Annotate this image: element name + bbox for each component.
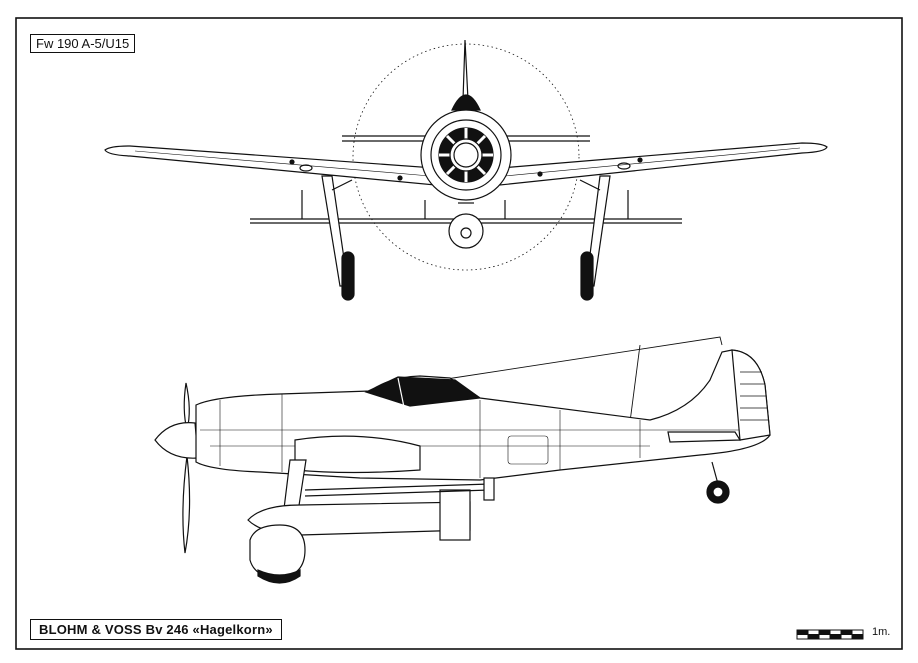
front-wing-right xyxy=(499,142,828,186)
towline xyxy=(439,336,723,381)
front-view xyxy=(104,39,828,301)
scale-label: 1m. xyxy=(872,626,891,638)
front-wing-left-panel xyxy=(134,150,431,177)
side-view xyxy=(154,336,771,584)
cowling-inner-ring xyxy=(430,119,502,191)
spinner xyxy=(449,138,483,172)
spinner-side xyxy=(154,422,199,459)
main-wheel-side xyxy=(257,569,301,584)
glider-wing xyxy=(304,483,491,491)
propeller-blade-bottom xyxy=(182,455,191,554)
front-fin xyxy=(462,39,469,101)
front-wheel-left xyxy=(341,251,355,301)
front-wing-left xyxy=(104,145,436,186)
variant-label: Fw 190 A-5/U15 xyxy=(30,34,136,53)
wing-root xyxy=(294,435,421,474)
canopy-side xyxy=(364,376,482,407)
propeller-disc xyxy=(352,43,580,271)
front-bomb xyxy=(448,213,484,249)
rudder xyxy=(731,349,771,441)
sheet-border xyxy=(15,17,903,650)
front-wheel-right xyxy=(580,251,594,301)
glider-fin xyxy=(439,489,471,541)
front-wing-right-panel xyxy=(504,147,801,177)
front-canopy xyxy=(451,94,481,111)
tailplane-side xyxy=(667,431,742,443)
drawing-title: BLOHM & VOSS Bv 246 «Hagelkorn» xyxy=(30,619,282,640)
scale-bar xyxy=(796,629,864,640)
